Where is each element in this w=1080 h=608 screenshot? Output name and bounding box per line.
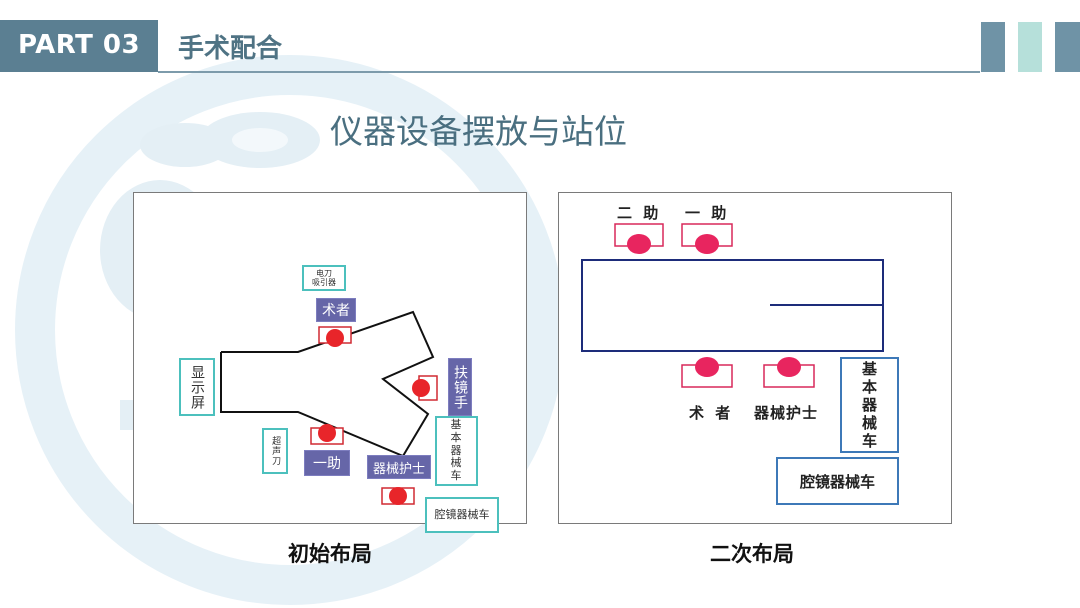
second-layout-caption: 二次布局 xyxy=(710,542,794,566)
operating-table-y xyxy=(220,310,435,458)
monitor-box: 显示屏 xyxy=(179,358,215,416)
first-assistant-label: 一 助 xyxy=(685,204,730,222)
operating-table-straight xyxy=(581,259,884,352)
scope-holder-label: 扶镜手 xyxy=(452,364,468,410)
scrub-nurse-tag: 器械护士 xyxy=(367,455,431,479)
laparoscopic-cart-box: 腔镜器械车 xyxy=(425,497,499,533)
basic-instrument-cart-label-2: 基本器械车 xyxy=(861,360,877,450)
electrocautery-suction-box: 电刀 吸引器 xyxy=(302,265,346,291)
header-deco-bar xyxy=(1018,22,1042,72)
second-assistant-label: 二 助 xyxy=(617,204,662,222)
first-assistant-seat xyxy=(310,424,344,445)
basic-instrument-cart-box-2: 基本器械车 xyxy=(840,357,899,453)
header-bar xyxy=(0,20,158,72)
scrub-nurse-seat-2 xyxy=(763,357,815,388)
slide-title: 仪器设备摆放与站位 xyxy=(330,112,627,151)
laparoscopic-cart-box-2: 腔镜器械车 xyxy=(776,457,899,505)
header-deco-bar xyxy=(1055,22,1080,72)
scope-holder-seat xyxy=(412,375,438,401)
scrub-nurse-label-2: 器械护士 xyxy=(754,404,819,422)
header-deco-bar xyxy=(981,22,1005,72)
second-assistant-seat xyxy=(614,223,664,254)
scope-holder-tag: 扶镜手 xyxy=(448,358,472,416)
scrub-nurse-seat xyxy=(381,487,415,505)
basic-instrument-cart-box: 基本器械车 xyxy=(435,416,478,486)
surgeon-label-2: 术 者 xyxy=(689,404,734,422)
section-title: 手术配合 xyxy=(178,34,283,64)
monitor-label: 显示屏 xyxy=(189,364,206,410)
ultrasonic-knife-box: 超声刀 xyxy=(262,428,288,474)
ultrasonic-knife-label: 超声刀 xyxy=(270,436,281,466)
header-divider xyxy=(158,71,980,73)
surgeon-seat xyxy=(318,326,352,347)
first-assistant-tag: 一助 xyxy=(304,450,350,476)
surgeon-tag: 术者 xyxy=(316,298,356,322)
basic-instrument-cart-label: 基本器械车 xyxy=(450,418,463,482)
initial-layout-caption: 初始布局 xyxy=(288,542,372,566)
surgeon-seat-2 xyxy=(681,357,733,388)
part-label: PART 03 xyxy=(18,30,141,60)
first-assistant-seat-2 xyxy=(681,223,733,254)
